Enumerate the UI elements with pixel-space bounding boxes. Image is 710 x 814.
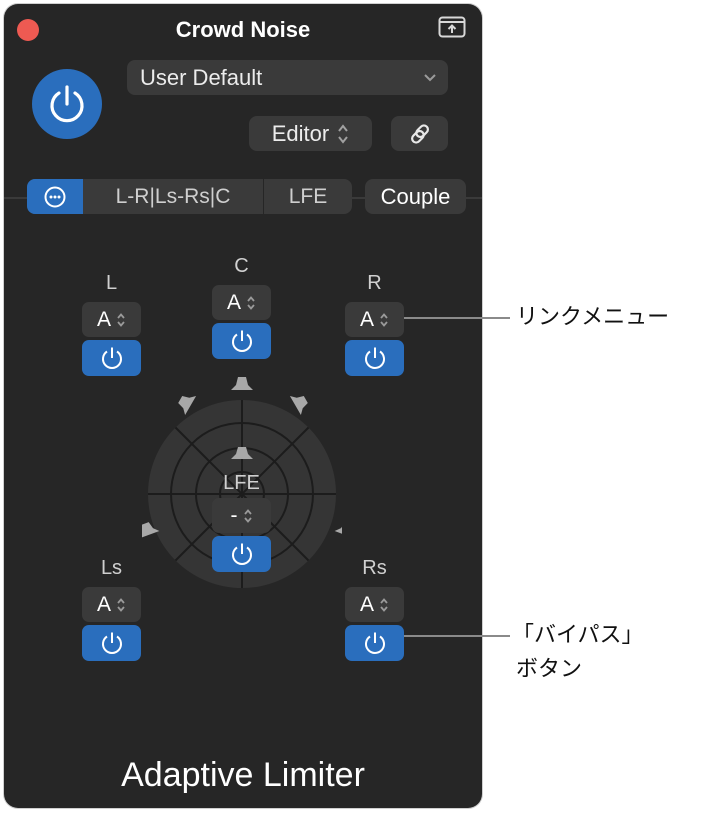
speaker-c-icon — [231, 377, 253, 390]
channel-group-tabs: L-R|Ls-Rs|C LFE — [27, 179, 352, 214]
link-menu[interactable]: A — [345, 302, 404, 337]
link-value: A — [359, 592, 374, 616]
preset-value: User Default — [140, 64, 263, 90]
channel-label: Ls — [100, 557, 123, 579]
bypass-button[interactable] — [345, 340, 404, 376]
couple-button[interactable]: Couple — [365, 179, 466, 214]
channel-l: L A — [82, 272, 141, 376]
link-value: A — [359, 307, 374, 331]
power-icon — [231, 330, 252, 352]
channel-c: C A — [212, 255, 271, 359]
chevron-down-icon — [424, 74, 436, 82]
channel-ls: Ls A — [82, 557, 141, 661]
tab-lfe[interactable]: LFE — [288, 184, 328, 208]
up-down-chevron-icon — [380, 312, 388, 327]
up-down-chevron-icon — [243, 508, 252, 523]
power-icon — [231, 543, 252, 565]
up-down-chevron-icon — [380, 597, 388, 612]
channel-label: Rs — [362, 557, 387, 579]
speaker-lfe-icon — [231, 447, 253, 459]
power-icon — [364, 347, 385, 369]
channel-lfe: LFE - — [212, 472, 271, 572]
up-down-chevron-icon — [338, 123, 349, 144]
channel-rs: Rs A — [345, 557, 404, 661]
ellipsis-circle-icon — [44, 186, 66, 207]
bypass-button[interactable] — [212, 323, 271, 359]
up-down-chevron-icon — [247, 295, 255, 310]
link-icon — [410, 123, 429, 144]
power-icon — [50, 85, 84, 123]
view-menu-value: Editor — [271, 120, 330, 146]
channel-label: L — [105, 272, 118, 294]
window-title: Crowd Noise — [175, 17, 311, 42]
power-icon — [101, 632, 122, 654]
preset-dropdown[interactable]: User Default — [127, 60, 448, 95]
link-value: A — [96, 592, 111, 616]
callout-bypass-line2: ボタン — [516, 657, 583, 682]
speaker-r-icon — [289, 395, 308, 416]
show-in-window-icon[interactable] — [438, 16, 466, 38]
power-icon — [364, 632, 385, 654]
plugin-name: Adaptive Limiter — [121, 756, 365, 794]
up-down-chevron-icon — [117, 597, 125, 612]
up-down-chevron-icon — [117, 312, 125, 327]
channel-label: LFE — [223, 472, 260, 494]
link-button[interactable] — [391, 116, 448, 151]
power-icon — [101, 347, 122, 369]
callout-link-menu: リンクメニュー — [516, 305, 670, 330]
callout-bypass-line1: 「バイパス」 — [512, 623, 644, 648]
link-value: A — [96, 307, 111, 331]
plugin-power-button[interactable] — [32, 69, 102, 139]
view-menu[interactable]: Editor — [249, 116, 372, 151]
channel-label: C — [234, 255, 249, 277]
close-button[interactable] — [17, 19, 39, 41]
link-menu[interactable]: A — [212, 285, 271, 320]
speaker-ls-icon — [142, 522, 160, 539]
tab-more[interactable] — [27, 179, 83, 214]
link-menu[interactable]: A — [82, 302, 141, 337]
channel-label: R — [367, 272, 382, 294]
bypass-button[interactable] — [345, 625, 404, 661]
tab-main-channels[interactable]: L-R|Ls-Rs|C — [83, 179, 264, 214]
callout-line-link-menu — [404, 317, 510, 319]
link-menu[interactable]: - — [212, 498, 271, 533]
plugin-window: Crowd Noise User Default Editor — [4, 4, 482, 808]
bypass-button[interactable] — [212, 536, 271, 572]
speaker-l-icon — [178, 395, 197, 416]
link-menu[interactable]: A — [82, 587, 141, 622]
speaker-rs-icon — [334, 522, 342, 539]
link-menu[interactable]: A — [345, 587, 404, 622]
callout-line-bypass — [404, 635, 510, 637]
link-value: A — [226, 290, 241, 314]
channel-r: R A — [345, 272, 404, 376]
surround-panner[interactable] — [142, 368, 342, 598]
link-value: - — [230, 503, 238, 527]
bypass-button[interactable] — [82, 340, 141, 376]
bypass-button[interactable] — [82, 625, 141, 661]
